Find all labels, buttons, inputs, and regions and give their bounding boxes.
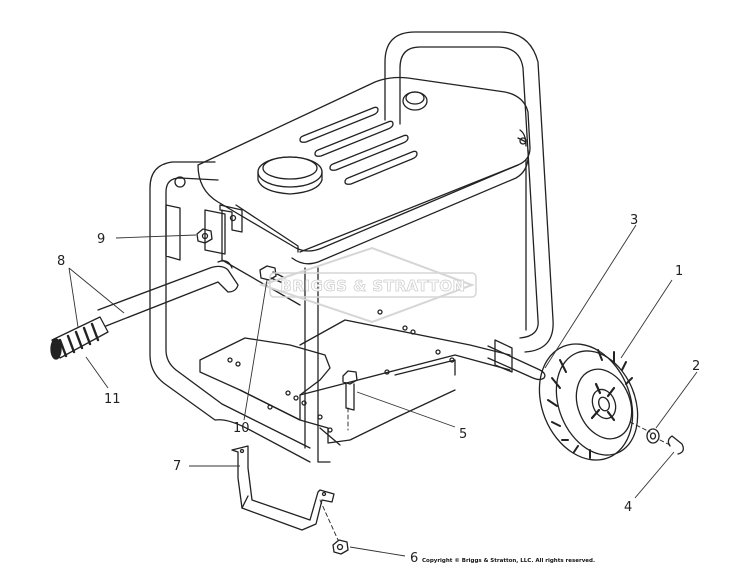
nut-9 [196, 228, 213, 244]
leader-4 [634, 451, 675, 499]
leader-1 [620, 279, 673, 359]
leader-2 [655, 371, 698, 429]
leader-5 [356, 391, 456, 428]
callout-leaders [68, 224, 698, 557]
callout-5: 5 [459, 427, 467, 442]
leader-10 [243, 279, 268, 421]
fuel-tank [197, 76, 531, 265]
tank-vent-slot [299, 106, 379, 143]
base-cradle [199, 309, 511, 446]
leader-3 [544, 224, 637, 369]
callout-11: 11 [104, 392, 121, 407]
axle-3 [487, 339, 546, 381]
leader-9 [115, 234, 197, 239]
callout-8: 8 [57, 254, 65, 269]
rear-frame-tube [384, 31, 554, 353]
bolt-5 [342, 370, 358, 411]
tank-vent-slot [314, 120, 394, 157]
generator-housing [221, 129, 527, 331]
front-frame-tube [149, 161, 331, 463]
fuel-cap [257, 156, 323, 195]
tank-vent-slot [344, 150, 418, 185]
brand-watermark: BRIGGS & STRATTON [258, 246, 477, 324]
callout-6: 6 [410, 551, 418, 566]
washer-2 [646, 428, 660, 444]
tank-vent-slot [329, 134, 409, 171]
leader-6 [349, 546, 406, 557]
clip-4 [667, 435, 684, 455]
leader-8 [68, 267, 125, 328]
callout-7: 7 [173, 459, 181, 474]
bracket-7 [231, 445, 335, 531]
frame-bracket-left [165, 204, 243, 261]
callout-10: 10 [233, 421, 250, 436]
watermark-text: BRIGGS & STRATTON [280, 277, 465, 295]
callout-3: 3 [630, 213, 638, 228]
handle [97, 260, 239, 327]
callout-1: 1 [675, 264, 683, 279]
leader-11 [85, 356, 109, 389]
callout-2: 2 [692, 359, 700, 374]
wheel-1 [538, 343, 639, 461]
callout-4: 4 [624, 500, 632, 515]
copyright-notice: Copyright © Briggs & Stratton, LLC. All … [422, 558, 595, 564]
assembly-guides [319, 407, 671, 541]
handle-grip [50, 316, 109, 360]
callout-9: 9 [97, 232, 105, 247]
nut-6 [332, 539, 349, 555]
fuel-gauge [402, 91, 428, 111]
